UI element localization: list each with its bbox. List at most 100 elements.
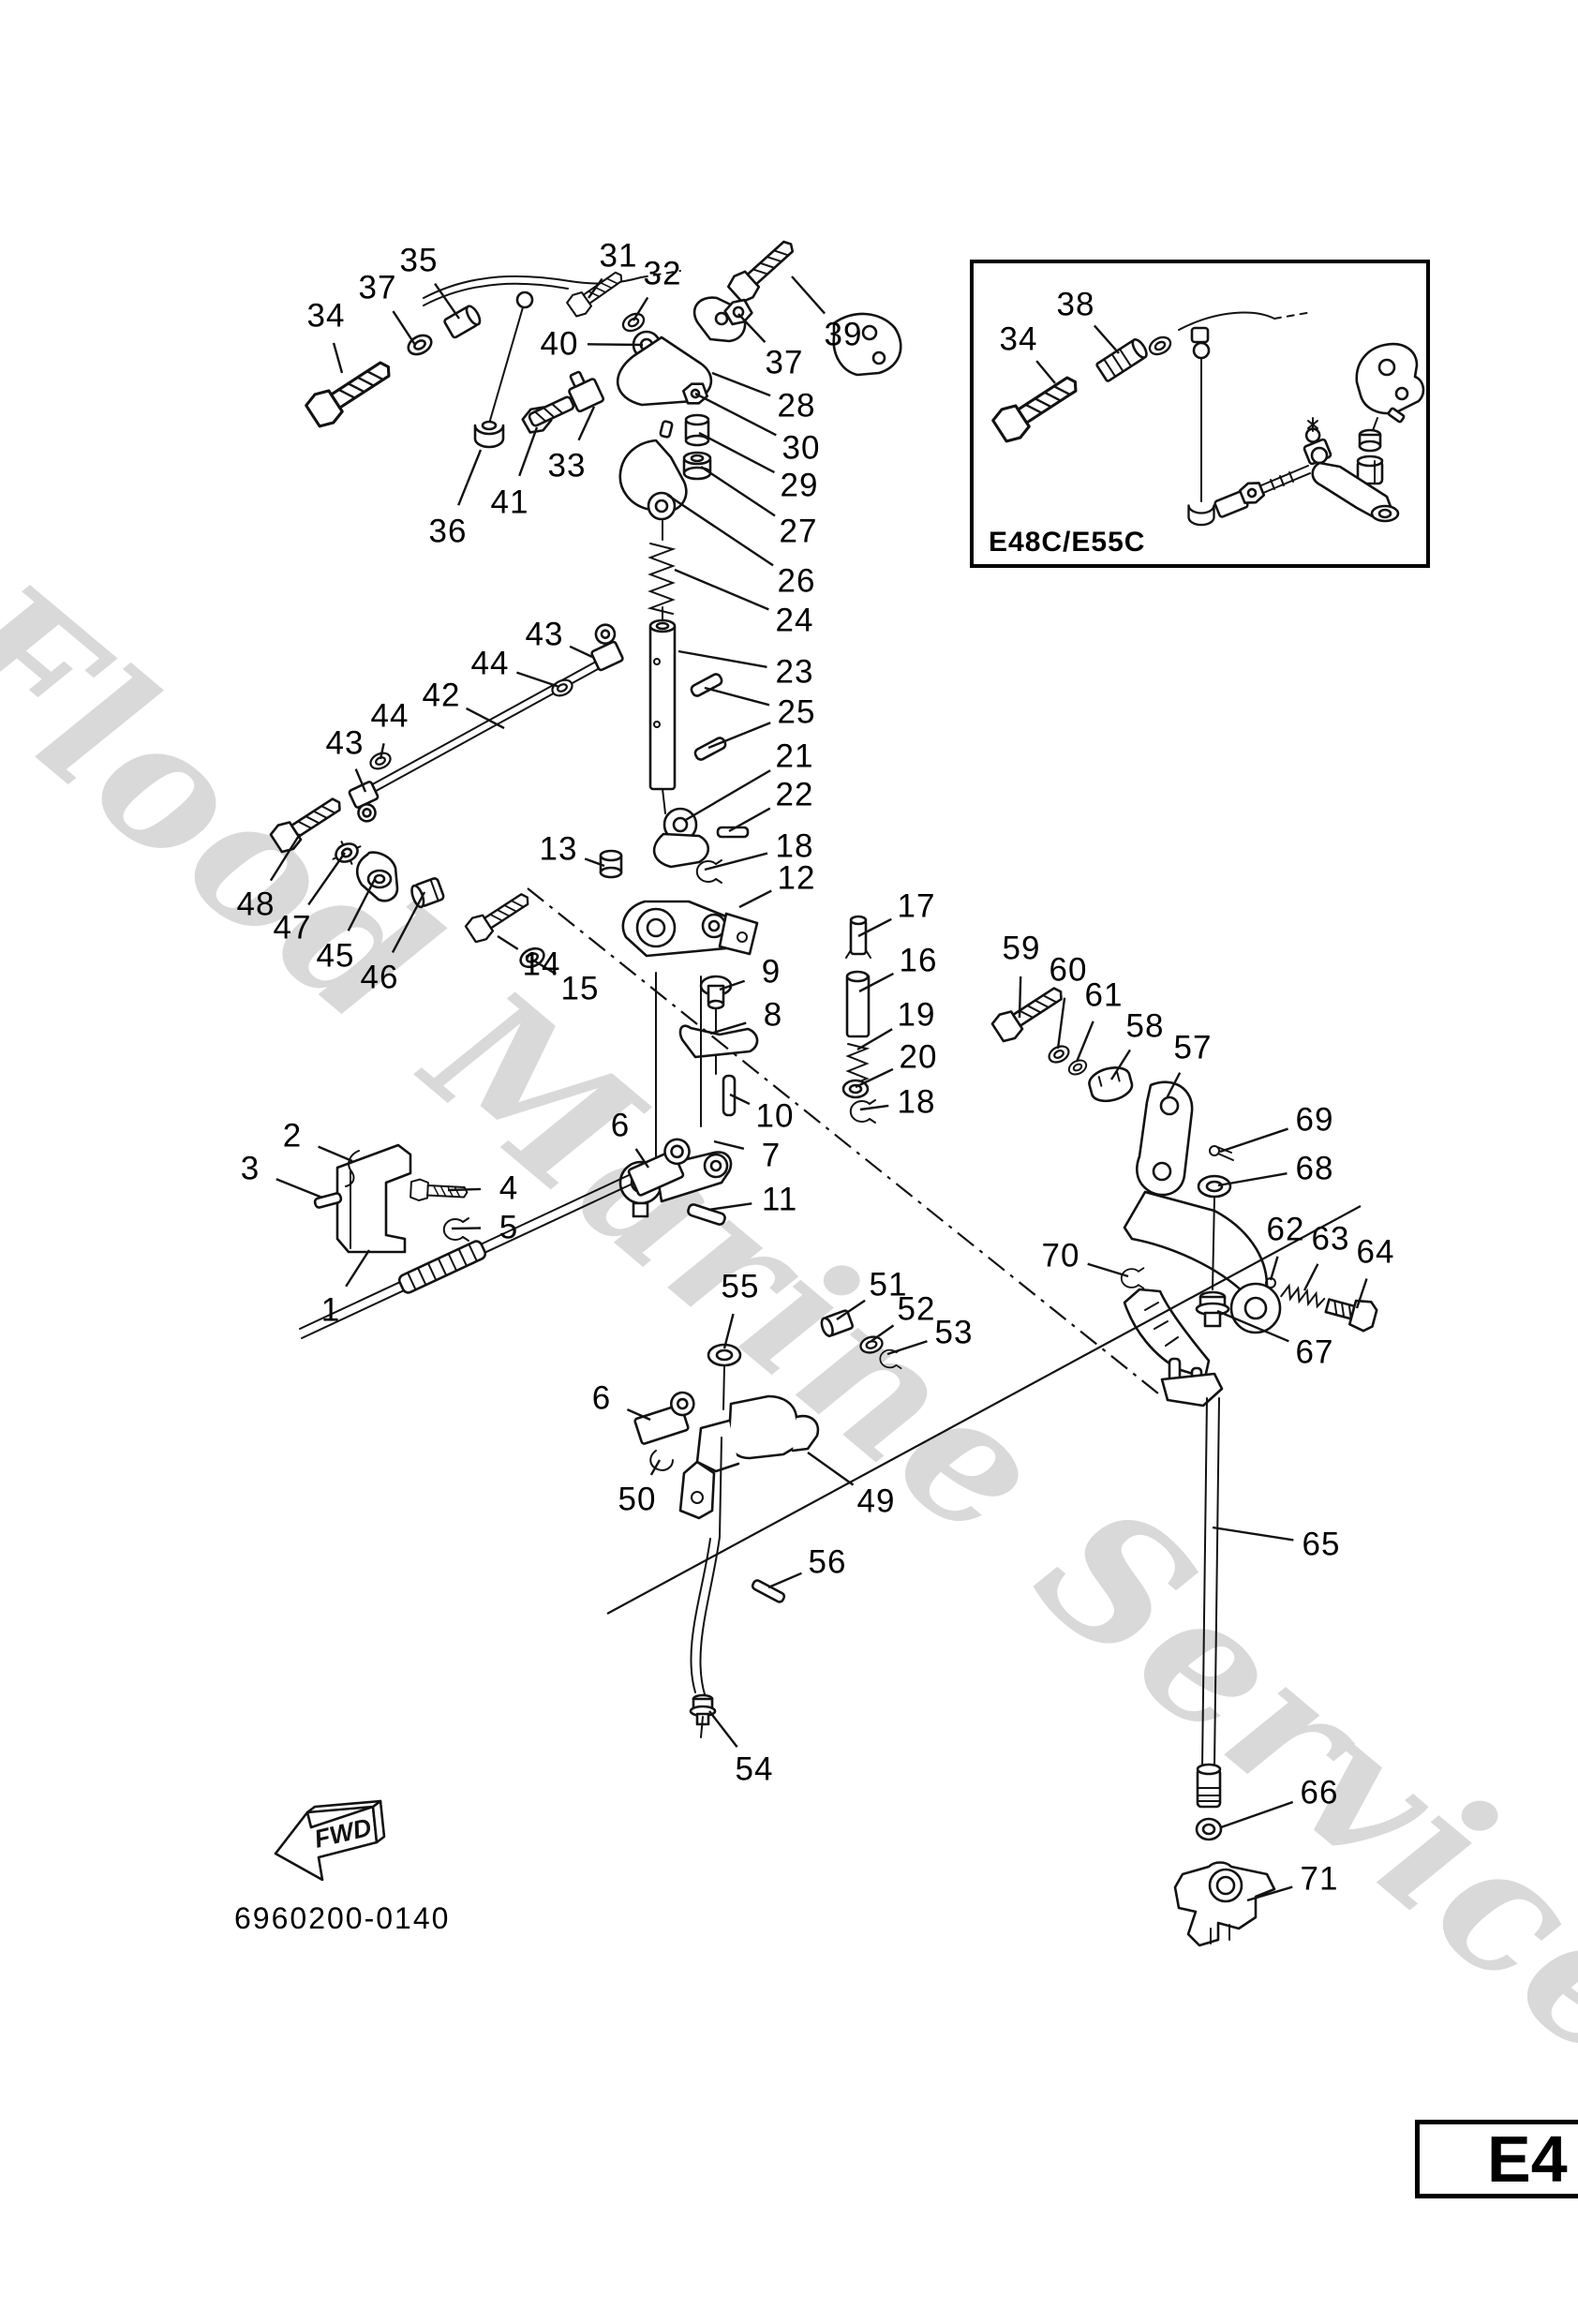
part-callout-45: 45 xyxy=(316,937,355,975)
part-callout-11: 11 xyxy=(761,1181,798,1218)
part-callout-58: 58 xyxy=(1125,1007,1165,1045)
part-clip-70-shape xyxy=(1120,1267,1145,1289)
part-swivel-6a-shape xyxy=(627,1138,691,1197)
fwd-arrow: FWD xyxy=(274,1799,386,1882)
part-lever-12-shape xyxy=(621,900,759,958)
part-pin-25a-shape xyxy=(690,673,723,697)
part-callout-28: 28 xyxy=(777,387,816,425)
part-callout-32: 32 xyxy=(643,255,682,292)
part-washer-52-shape xyxy=(857,1333,886,1357)
part-callout-18: 18 xyxy=(897,1083,936,1121)
part-callout-30: 30 xyxy=(782,429,821,467)
page-code-label: E4 xyxy=(1487,2123,1568,2196)
part-bushing-35-shape xyxy=(443,305,482,339)
part-callout-48: 48 xyxy=(236,886,275,923)
part-bolt-4-shape xyxy=(409,1178,469,1204)
part-joint-43b-shape xyxy=(348,781,380,823)
part-callout-43: 43 xyxy=(325,724,365,762)
inset-model-label: E48C/E55C xyxy=(989,527,1146,558)
part-clip-18b-shape xyxy=(849,1099,876,1124)
part-callout-31: 31 xyxy=(599,237,638,275)
construction-lines xyxy=(527,887,1362,1615)
part-clamp-58-shape xyxy=(1088,1066,1134,1103)
part-pin-3-shape xyxy=(313,1192,343,1209)
part-pin-17-shape xyxy=(845,915,871,959)
part-bushing-46-shape xyxy=(410,877,445,909)
part-callout-4: 4 xyxy=(499,1169,519,1207)
part-callout-37: 37 xyxy=(765,344,804,381)
part-spacer-38-shape xyxy=(1095,338,1148,382)
part-callout-25: 25 xyxy=(777,693,816,731)
part-callout-6: 6 xyxy=(610,1107,631,1144)
part-callout-69: 69 xyxy=(1295,1101,1334,1139)
part-clamp-36-shape xyxy=(473,420,505,449)
fwd-arrow-label: FWD xyxy=(312,1813,375,1854)
part-callout-62: 62 xyxy=(1266,1211,1305,1248)
part-cable-sleeve-shape xyxy=(397,1240,487,1294)
part-swivel-6b-shape xyxy=(633,1391,695,1445)
part-callout-44: 44 xyxy=(370,697,409,735)
part-callout-49: 49 xyxy=(856,1482,896,1520)
part-bolt-59-shape xyxy=(989,978,1070,1046)
part-callout-10: 10 xyxy=(755,1097,795,1135)
part-callout-70: 70 xyxy=(1041,1237,1080,1274)
part-callout-46: 46 xyxy=(360,959,399,996)
part-callout-34: 34 xyxy=(999,320,1038,358)
part-callout-29: 29 xyxy=(780,467,819,504)
part-washer-32-shape xyxy=(618,309,648,335)
inset-parts-drawing xyxy=(989,311,1425,527)
part-tube-23-shape xyxy=(648,618,677,791)
part-arm-70-shape xyxy=(1123,1288,1224,1408)
part-callout-34: 34 xyxy=(306,297,346,335)
part-callout-57: 57 xyxy=(1173,1029,1213,1066)
part-bolt-64-shape xyxy=(1324,1298,1378,1333)
part-cable-end-33-shape xyxy=(528,370,604,427)
part-callout-54: 54 xyxy=(735,1750,774,1788)
part-callout-19: 19 xyxy=(897,996,936,1034)
part-callout-41: 41 xyxy=(490,484,529,521)
part-callout-9: 9 xyxy=(761,953,782,991)
part-callout-33: 33 xyxy=(547,447,587,484)
part-callout-8: 8 xyxy=(763,996,783,1034)
part-callout-40: 40 xyxy=(540,325,579,363)
part-rod-65-shape xyxy=(1201,1397,1220,1768)
part-spring-24-shape xyxy=(647,543,677,615)
part-callout-36: 36 xyxy=(428,513,468,550)
part-callout-27: 27 xyxy=(779,513,818,550)
part-cup-29-shape xyxy=(684,413,710,447)
part-callout-47: 47 xyxy=(273,909,312,946)
part-callout-37: 37 xyxy=(358,269,397,306)
part-balljoint-shape xyxy=(515,290,534,309)
exploded-parts-drawing: FWD xyxy=(267,232,1425,1947)
part-callout-66: 66 xyxy=(1300,1774,1339,1811)
part-callout-44: 44 xyxy=(470,645,510,682)
part-callout-23: 23 xyxy=(775,653,814,691)
part-callout-12: 12 xyxy=(777,859,816,897)
drawing-code: 6960200-0140 xyxy=(234,1901,451,1935)
part-callout-67: 67 xyxy=(1295,1333,1334,1371)
part-callout-13: 13 xyxy=(539,830,578,868)
part-pin-10-shape xyxy=(722,1074,737,1117)
inset-box: E48C/E55C xyxy=(970,260,1430,568)
part-callout-52: 52 xyxy=(897,1290,936,1328)
part-callout-3: 3 xyxy=(240,1150,261,1187)
part-callout-7: 7 xyxy=(761,1137,782,1174)
part-callout-59: 59 xyxy=(1002,930,1041,967)
part-callout-64: 64 xyxy=(1356,1233,1395,1271)
part-lever-45-shape xyxy=(355,851,399,902)
part-clip-18a-shape xyxy=(695,859,722,884)
part-callout-55: 55 xyxy=(721,1268,760,1305)
part-pin-11-shape xyxy=(687,1203,726,1226)
part-bolt-48-shape xyxy=(267,789,349,857)
part-callout-18: 18 xyxy=(775,827,814,865)
part-callout-2: 2 xyxy=(282,1117,303,1155)
part-callout-35: 35 xyxy=(399,242,439,279)
part-nut-37b-shape xyxy=(723,298,753,326)
part-bracket-1-shape xyxy=(335,1143,412,1254)
part-callout-50: 50 xyxy=(618,1481,657,1518)
part-knob-9-shape xyxy=(699,975,733,1010)
part-clamp-inset-shape xyxy=(1187,504,1215,527)
part-callout-60: 60 xyxy=(1049,951,1088,989)
